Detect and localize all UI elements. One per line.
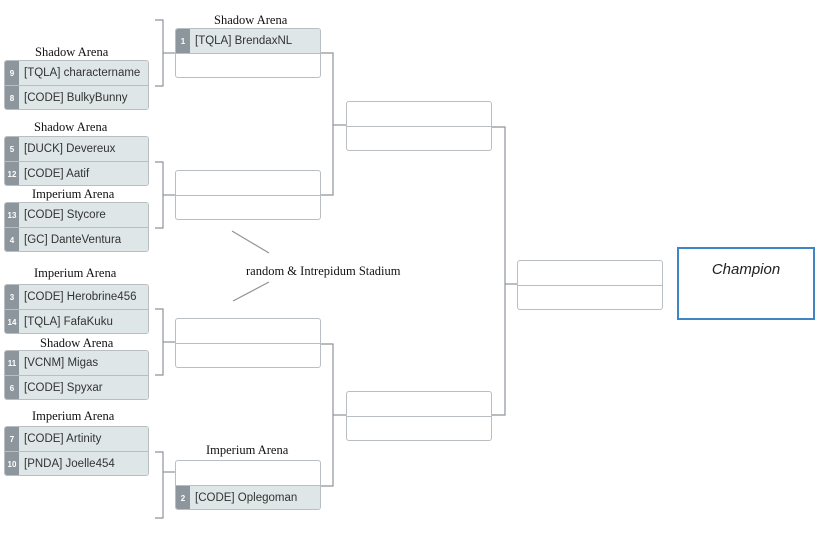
match-box[interactable]: 11 [VCNM] Migas 6 [CODE] Spyxar — [4, 350, 149, 400]
seed-badge: 9 — [5, 61, 19, 85]
match-arena-label: Imperium Arena — [32, 409, 115, 423]
final-match-box[interactable] — [517, 260, 663, 310]
seed-badge: 8 — [5, 86, 19, 109]
champion-label: Champion — [711, 261, 781, 278]
match-slot[interactable] — [176, 319, 320, 344]
match-slot[interactable]: 4 [GC] DanteVentura — [5, 228, 148, 251]
player-name: [TQLA] FafaKuku — [24, 316, 113, 328]
match-slot[interactable] — [518, 261, 662, 286]
player-name: [CODE] Aatif — [24, 168, 90, 180]
match-box[interactable] — [175, 318, 321, 368]
match-box[interactable]: 9 [TQLA] charactername 8 [CODE] BulkyBun… — [4, 60, 149, 110]
player-name: [VCNM] Migas — [24, 357, 99, 369]
match-slot[interactable] — [347, 127, 491, 150]
match-slot[interactable]: 9 [TQLA] charactername — [5, 61, 148, 86]
match-arena-label: Imperium Arena — [32, 187, 115, 201]
match-slot[interactable] — [176, 196, 320, 219]
match-slot[interactable] — [176, 171, 320, 196]
match-slot[interactable]: 3 [CODE] Herobrine456 — [5, 285, 148, 310]
match-slot[interactable]: 11 [VCNM] Migas — [5, 351, 148, 376]
match-arena-label: Imperium Arena — [206, 443, 289, 457]
match-arena-label: Shadow Arena — [40, 336, 114, 350]
match-slot[interactable] — [518, 286, 662, 309]
match-slot[interactable] — [347, 102, 491, 127]
match-slot[interactable]: 2 [CODE] Oplegoman — [176, 486, 320, 509]
player-name: [TQLA] BrendaxNL — [195, 35, 293, 47]
champion-box: Champion — [677, 247, 815, 320]
match-box[interactable]: 13 [CODE] Stycore 4 [GC] DanteVentura — [4, 202, 149, 252]
match-slot[interactable]: 14 [TQLA] FafaKuku — [5, 310, 148, 333]
seed-badge: 6 — [5, 376, 19, 399]
player-name: [CODE] Oplegoman — [195, 492, 298, 504]
match-arena-label: Shadow Arena — [35, 45, 109, 59]
match-slot[interactable]: 7 [CODE] Artinity — [5, 427, 148, 452]
match-arena-label: Shadow Arena — [34, 120, 108, 134]
match-box[interactable]: 1 [TQLA] BrendaxNL — [175, 28, 321, 78]
match-slot[interactable]: 5 [DUCK] Devereux — [5, 137, 148, 162]
match-arena-label: Imperium Arena — [34, 266, 117, 280]
player-name: [CODE] BulkyBunny — [24, 92, 128, 104]
match-box[interactable]: 5 [DUCK] Devereux 12 [CODE] Aatif — [4, 136, 149, 186]
match-slot[interactable]: 13 [CODE] Stycore — [5, 203, 148, 228]
match-slot[interactable] — [347, 392, 491, 417]
match-box[interactable] — [175, 170, 321, 220]
player-name: [DUCK] Devereux — [24, 143, 116, 155]
seed-badge: 14 — [5, 310, 19, 333]
seed-badge: 1 — [176, 29, 190, 53]
match-slot[interactable]: 8 [CODE] BulkyBunny — [5, 86, 148, 109]
match-slot[interactable] — [347, 417, 491, 440]
seed-badge: 4 — [5, 228, 19, 251]
player-name: [CODE] Spyxar — [24, 382, 103, 394]
seed-badge: 13 — [5, 203, 19, 227]
player-name: [CODE] Stycore — [24, 209, 106, 221]
player-name: [CODE] Herobrine456 — [24, 291, 137, 303]
seed-badge: 5 — [5, 137, 19, 161]
seed-badge: 7 — [5, 427, 19, 451]
player-name: [TQLA] charactername — [24, 67, 141, 79]
seed-badge: 11 — [5, 351, 19, 375]
match-slot[interactable]: 6 [CODE] Spyxar — [5, 376, 148, 399]
match-slot[interactable] — [176, 461, 320, 486]
match-slot[interactable]: 10 [PNDA] Joelle454 — [5, 452, 148, 475]
match-slot[interactable] — [176, 54, 320, 77]
player-name: [GC] DanteVentura — [24, 234, 122, 246]
seed-badge: 10 — [5, 452, 19, 475]
match-slot[interactable] — [176, 344, 320, 367]
match-arena-label: Shadow Arena — [214, 13, 288, 27]
match-slot[interactable]: 1 [TQLA] BrendaxNL — [176, 29, 320, 54]
match-box[interactable]: 3 [CODE] Herobrine456 14 [TQLA] FafaKuku — [4, 284, 149, 334]
match-box[interactable] — [346, 101, 492, 151]
arena-annotation: random & Intrepidum Stadium — [246, 264, 401, 278]
match-slot[interactable]: 12 [CODE] Aatif — [5, 162, 148, 185]
player-name: [CODE] Artinity — [24, 433, 102, 445]
match-box[interactable] — [346, 391, 492, 441]
seed-badge: 2 — [176, 486, 190, 509]
match-box[interactable]: 2 [CODE] Oplegoman — [175, 460, 321, 510]
match-box[interactable]: 7 [CODE] Artinity 10 [PNDA] Joelle454 — [4, 426, 149, 476]
seed-badge: 3 — [5, 285, 19, 309]
player-name: [PNDA] Joelle454 — [24, 458, 115, 470]
seed-badge: 12 — [5, 162, 19, 185]
